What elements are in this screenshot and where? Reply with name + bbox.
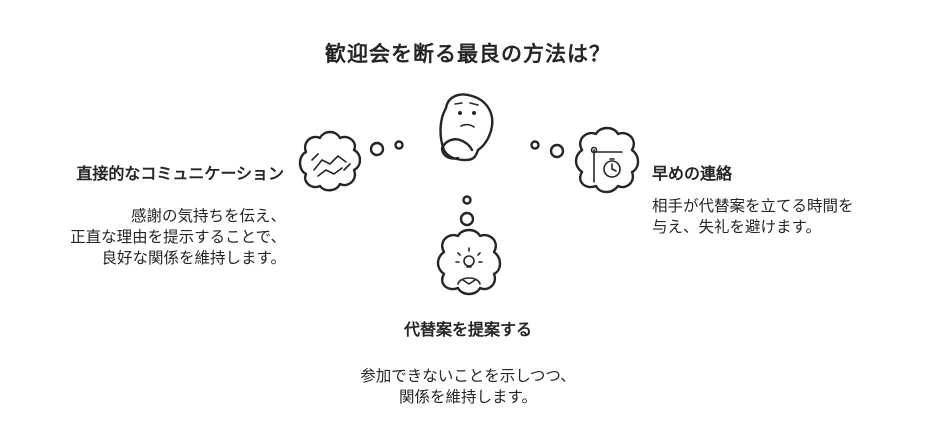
stopwatch-sign-icon bbox=[574, 126, 640, 194]
diagram-title: 歓迎会を断る最良の方法は？ bbox=[325, 42, 611, 66]
description-line: 関係を維持します。 bbox=[399, 388, 537, 406]
thinking-face-icon bbox=[439, 93, 494, 162]
option-heading-propose-alternative: 代替案を提案する bbox=[403, 320, 532, 339]
description-line: 相手が代替案を立てる時間を bbox=[652, 197, 854, 215]
description-line: 感謝の気持ちを伝え、 bbox=[130, 207, 286, 225]
description-line: 良好な関係を維持します。 bbox=[101, 249, 286, 267]
handshake-icon bbox=[298, 130, 362, 192]
lightbulb-person-icon bbox=[436, 228, 502, 296]
option-description-propose-alternative: 参加できないことを示しつつ、 関係を維持します。 bbox=[0, 366, 936, 408]
description-line: 与え、失礼を避けます。 bbox=[652, 218, 821, 236]
thought-dots-bottom bbox=[459, 195, 475, 227]
description-line: 正直な理由を提示することで、 bbox=[70, 228, 286, 246]
option-heading-direct-communication: 直接的なコミュニケーション bbox=[76, 164, 284, 183]
thought-dots-right bbox=[530, 140, 565, 159]
option-heading-early-contact: 早めの連絡 bbox=[652, 164, 733, 183]
description-line: 参加できないことを示しつつ、 bbox=[360, 367, 576, 385]
option-description-direct-communication: 感謝の気持ちを伝え、 正直な理由を提示することで、 良好な関係を維持します。 bbox=[70, 206, 286, 269]
thought-dots-left bbox=[369, 140, 404, 157]
option-description-early-contact: 相手が代替案を立てる時間を 与え、失礼を避けます。 bbox=[652, 196, 854, 238]
